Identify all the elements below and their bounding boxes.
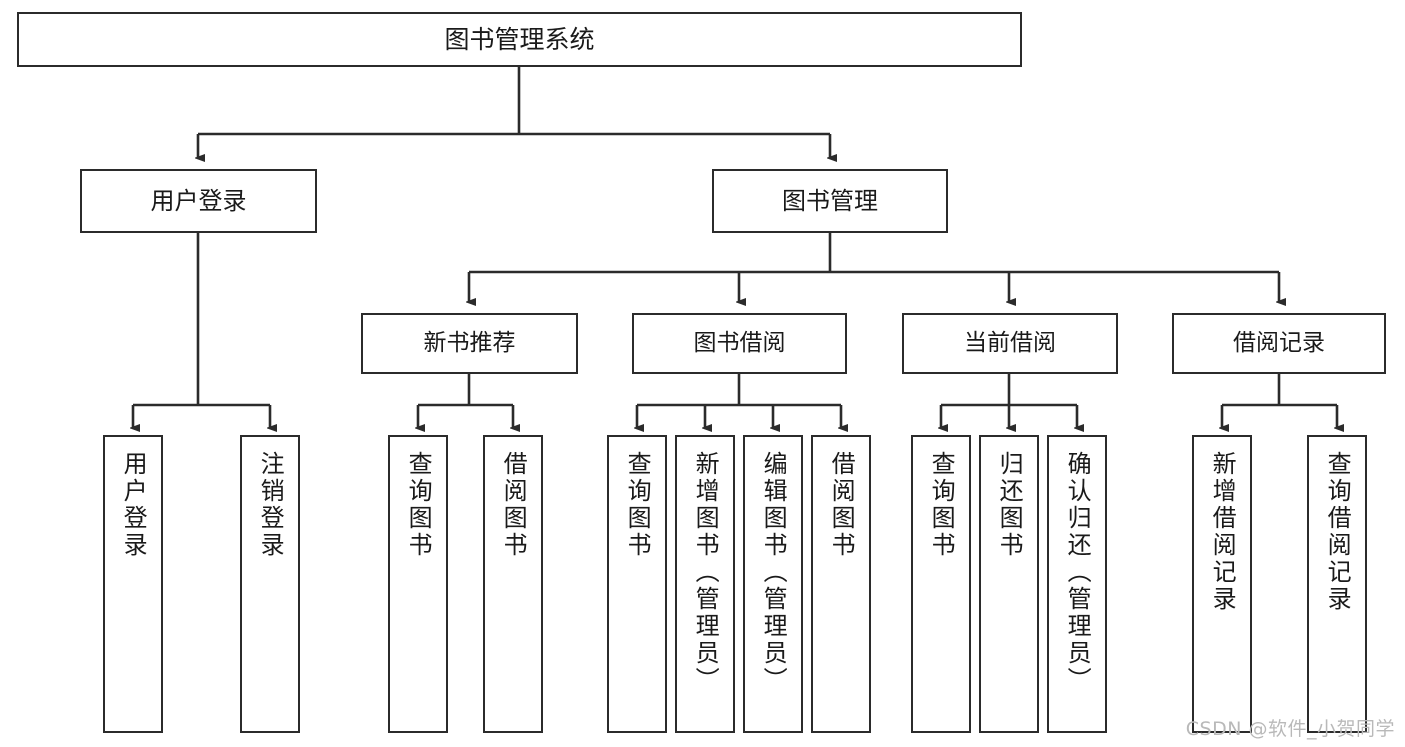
node-leaf-return-book[interactable]: 归还图书 xyxy=(979,435,1039,733)
node-new-book-recommend-label: 新书推荐 xyxy=(423,329,516,356)
node-book-manage-label: 图书管理 xyxy=(782,186,878,215)
node-book-manage[interactable]: 图书管理 xyxy=(712,169,948,233)
node-leaf-query-book-1[interactable]: 查询图书 xyxy=(388,435,448,733)
node-leaf-query-book-2-label: 查询图书 xyxy=(623,451,652,559)
node-leaf-edit-book[interactable]: 编辑图书（管理员） xyxy=(743,435,803,733)
node-leaf-borrow-book-1-label: 借阅图书 xyxy=(499,451,528,559)
node-leaf-query-record-label: 查询借阅记录 xyxy=(1323,451,1352,613)
node-leaf-return-book-label: 归还图书 xyxy=(995,451,1024,559)
node-book-borrow[interactable]: 图书借阅 xyxy=(632,313,847,374)
node-leaf-add-record-label: 新增借阅记录 xyxy=(1208,451,1237,613)
node-borrow-record[interactable]: 借阅记录 xyxy=(1172,313,1386,374)
node-root-label: 图书管理系统 xyxy=(444,24,595,54)
node-borrow-record-label: 借阅记录 xyxy=(1233,329,1325,356)
node-root[interactable]: 图书管理系统 xyxy=(17,12,1022,67)
node-leaf-confirm-return-label: 确认归还（管理员） xyxy=(1063,451,1092,694)
node-leaf-query-record[interactable]: 查询借阅记录 xyxy=(1307,435,1367,733)
node-current-borrow[interactable]: 当前借阅 xyxy=(902,313,1118,374)
node-leaf-user-login[interactable]: 用户登录 xyxy=(103,435,163,733)
node-new-book-recommend[interactable]: 新书推荐 xyxy=(361,313,578,374)
node-user-login[interactable]: 用户登录 xyxy=(80,169,317,233)
node-leaf-query-book-2[interactable]: 查询图书 xyxy=(607,435,667,733)
node-leaf-add-book[interactable]: 新增图书（管理员） xyxy=(675,435,735,733)
node-leaf-query-book-3[interactable]: 查询图书 xyxy=(911,435,971,733)
node-leaf-add-book-label: 新增图书（管理员） xyxy=(691,451,720,694)
node-book-borrow-label: 图书借阅 xyxy=(693,329,786,356)
node-current-borrow-label: 当前借阅 xyxy=(964,329,1056,356)
node-leaf-logout-login-label: 注销登录 xyxy=(256,451,285,559)
node-leaf-user-login-label: 用户登录 xyxy=(119,451,148,559)
node-leaf-query-book-1-label: 查询图书 xyxy=(404,451,433,559)
node-leaf-query-book-3-label: 查询图书 xyxy=(927,451,956,559)
node-leaf-add-record[interactable]: 新增借阅记录 xyxy=(1192,435,1252,733)
node-leaf-edit-book-label: 编辑图书（管理员） xyxy=(759,451,788,694)
node-user-login-label: 用户登录 xyxy=(150,186,247,215)
node-leaf-confirm-return[interactable]: 确认归还（管理员） xyxy=(1047,435,1107,733)
node-leaf-borrow-book-2-label: 借阅图书 xyxy=(827,451,856,559)
watermark: CSDN @软件_小贺同学 xyxy=(1185,718,1395,740)
node-leaf-logout-login[interactable]: 注销登录 xyxy=(240,435,300,733)
node-leaf-borrow-book-1[interactable]: 借阅图书 xyxy=(483,435,543,733)
node-leaf-borrow-book-2[interactable]: 借阅图书 xyxy=(811,435,871,733)
